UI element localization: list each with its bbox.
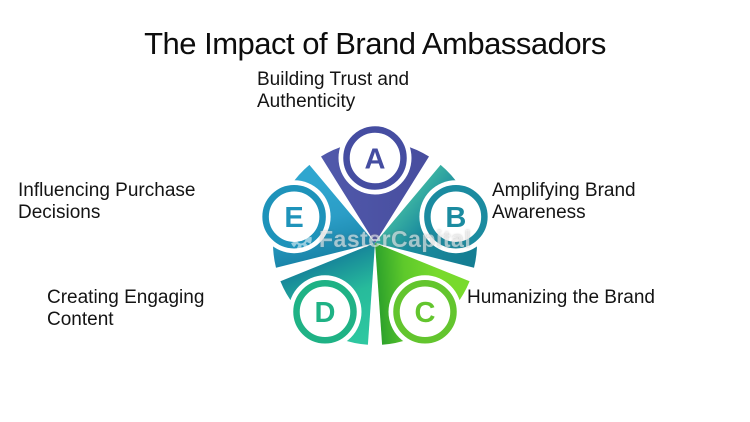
badge-c: C [388,275,462,349]
badge-letter-e: E [284,202,303,234]
label-line: Amplifying Brand [492,180,636,201]
label-humanizing-brand: Humanizing the Brand [467,287,655,309]
label-amplifying-awareness: Amplifying Brand Awareness [492,180,636,223]
badge-d: D [288,275,362,349]
page-title: The Impact of Brand Ambassadors [144,25,606,61]
label-line: Decisions [18,201,101,223]
label-line: Humanizing the Brand [467,287,655,308]
label-line: Awareness [492,201,586,223]
badge-letter-a: A [365,143,386,175]
badge-a: A [338,121,412,195]
badge-letter-d: D [315,297,336,329]
label-line: Authenticity [257,90,356,112]
label-line: Content [47,308,114,330]
label-creating-content: Creating Engaging Content [47,287,204,330]
badge-b: B [419,180,493,254]
label-line: Creating Engaging [47,287,205,308]
badge-e: E [257,180,331,254]
badge-letter-b: B [445,202,466,234]
label-line: Influencing Purchase [18,180,196,201]
label-influencing-decisions: Influencing Purchase Decisions [18,180,195,223]
label-line: Building Trust and [257,69,410,90]
badge-letter-c: C [415,297,436,329]
label-building-trust: Building Trust and Authenticity [257,69,409,112]
